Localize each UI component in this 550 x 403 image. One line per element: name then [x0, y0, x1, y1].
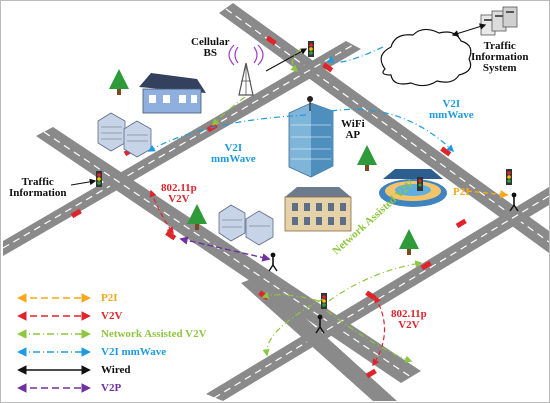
pedestrians — [268, 192, 519, 334]
tree-icon — [187, 204, 207, 230]
network-assisted-link — [290, 48, 302, 72]
v2p-link — [179, 236, 271, 262]
car — [420, 260, 432, 271]
car — [365, 368, 377, 379]
road-lower — [206, 187, 549, 401]
v2v-link — [372, 295, 386, 367]
traffic-light-icon — [506, 169, 512, 185]
links — [70, 23, 509, 367]
office-buildings-left — [97, 112, 152, 158]
house-icon — [139, 73, 206, 114]
car — [440, 146, 452, 157]
tree-icon — [357, 145, 377, 171]
network-assisted-link — [262, 298, 324, 357]
car — [322, 62, 334, 73]
legend-item-wired: Wired — [17, 364, 131, 376]
wired-link — [451, 23, 487, 37]
cloud-icon — [380, 28, 472, 87]
tree-icon — [399, 229, 419, 255]
v2i-link — [330, 108, 455, 152]
traffic-light-icon — [417, 177, 423, 191]
wired-link — [70, 178, 97, 186]
server-icon — [480, 6, 518, 36]
wired-link — [265, 48, 308, 72]
legend-item-v2v: V2V — [17, 310, 123, 322]
car — [165, 230, 177, 241]
trees — [109, 69, 419, 255]
road-bottom-left — [241, 276, 397, 401]
legend-item-v2p: V2P — [17, 382, 122, 394]
v2i-link — [327, 46, 384, 63]
office-buildings-middle — [218, 204, 274, 246]
network-assisted-link — [326, 310, 413, 363]
legend-item-v2i-mmwave: V2I mmWave — [17, 346, 167, 358]
tree-icon — [109, 69, 129, 95]
traffic-light-icon — [96, 171, 102, 187]
car — [455, 218, 467, 229]
legend-item-network-assisted: Network Assisted V2V — [17, 328, 207, 340]
roads — [2, 3, 549, 401]
traffic-light-icon — [308, 41, 314, 57]
p2i-label: P2I — [453, 186, 470, 198]
cell-tower-icon — [228, 44, 264, 96]
v2i-link — [147, 114, 307, 152]
p2i-link — [466, 190, 509, 199]
pedestrian-icon — [509, 192, 519, 212]
pedestrian-icon — [268, 252, 278, 272]
legend-item-p2i: P2I — [17, 292, 118, 304]
traffic-light-icon — [321, 293, 327, 309]
skyscraper-icon — [288, 102, 334, 178]
car — [70, 208, 82, 219]
traffic-lights — [96, 41, 512, 309]
network-assisted-link — [212, 96, 246, 127]
car — [265, 35, 277, 46]
road-upper-left — [3, 41, 361, 256]
classical-building-icon — [284, 187, 352, 232]
wifi-antenna-icon — [307, 96, 313, 111]
v2v-link — [149, 189, 174, 235]
road-top — [219, 3, 549, 253]
pedestrian-icon — [315, 314, 325, 334]
network-assisted-link — [261, 291, 320, 302]
